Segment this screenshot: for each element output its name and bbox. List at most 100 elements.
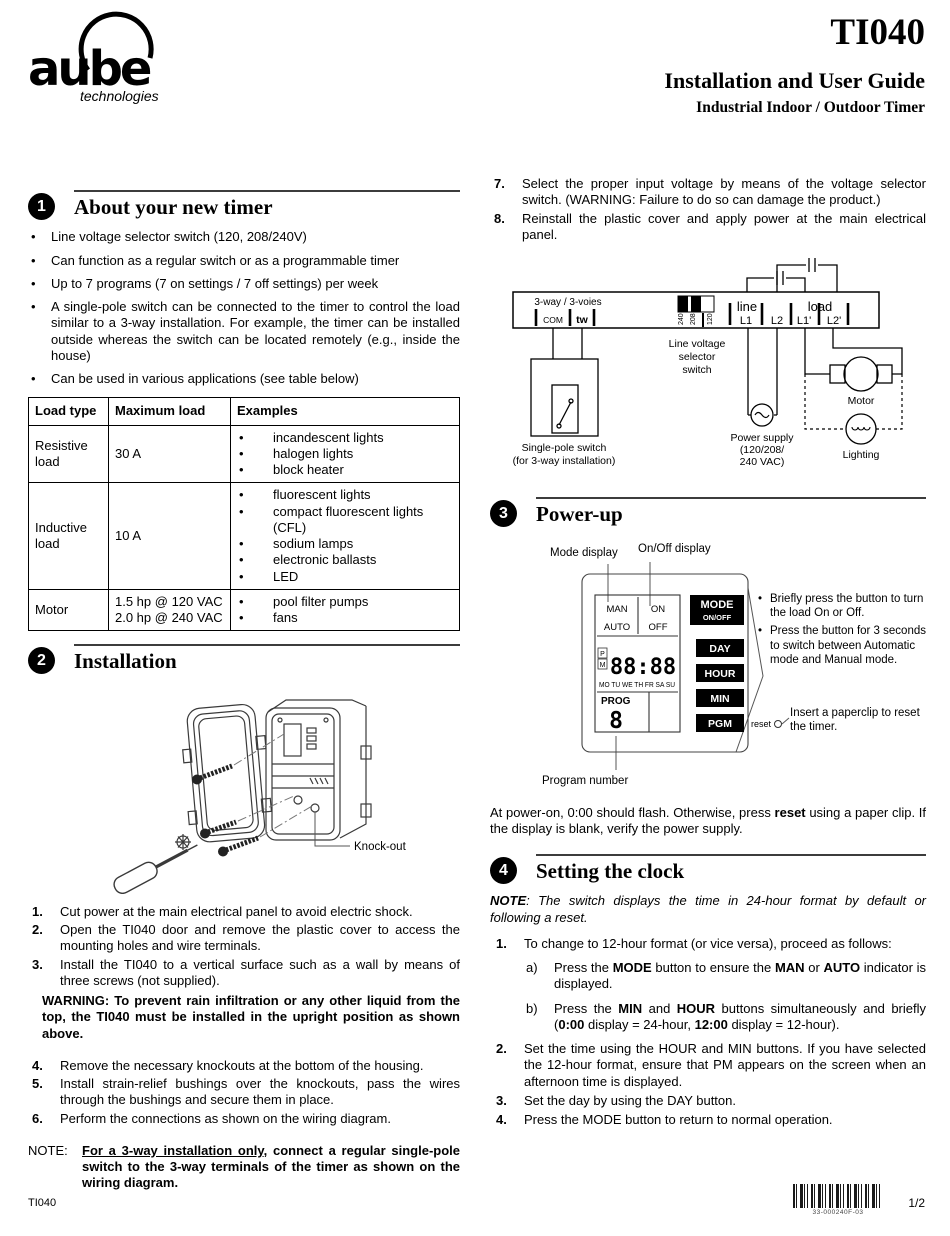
section-3-heading: 3 Power-up — [490, 497, 926, 528]
mounting-screws — [192, 763, 259, 856]
program-number-label: Program number — [542, 774, 629, 787]
section-4-title: Setting the clock — [536, 859, 685, 883]
section-2-heading: 2 Installation — [28, 644, 460, 675]
lighting-label: Lighting — [843, 449, 880, 461]
selector-label-line3: switch — [682, 364, 711, 376]
l2-terminal: L2 — [771, 315, 783, 327]
section-2-number-badge: 2 — [28, 647, 55, 675]
right-column: 7.Select the proper input voltage by mea… — [490, 176, 926, 1131]
barcode-number: 33-000240F-03 — [812, 1209, 864, 1216]
day-button — [696, 638, 744, 657]
min-button-label: MIN — [710, 693, 729, 705]
voltage-240-label: 240 — [678, 313, 685, 325]
lcd-days-row: MO TU WE TH FR SA SU — [599, 682, 675, 689]
hour-button-label: HOUR — [705, 668, 736, 680]
mode-display-label: Mode display — [550, 546, 618, 559]
switch-label-line1: Single-pole switch — [522, 442, 607, 454]
lighting-circuit — [804, 374, 903, 430]
step-item: 2.Open the TI040 door and remove the pla… — [32, 922, 460, 954]
list-item: Can be used in various applications (see… — [28, 371, 460, 387]
footer-model-number: TI040 — [28, 1197, 57, 1209]
guide-subtitle: Industrial Indoor / Outdoor Timer — [696, 99, 925, 117]
list-item: A single-pole switch can be connected to… — [28, 299, 460, 364]
left-column: 1 About your new timer Line voltage sele… — [28, 190, 460, 1192]
installation-steps-7-8: 7.Select the proper input voltage by mea… — [490, 176, 926, 243]
three-way-note: NOTE: For a 3-way installation only, con… — [28, 1142, 460, 1191]
section-1-title: About your new timer — [74, 195, 273, 219]
onoff-button-label: ON/OFF — [703, 613, 732, 622]
step-item: 1.Cut power at the main electrical panel… — [32, 903, 413, 919]
warning-text: WARNING: To prevent rain infiltration or… — [42, 993, 460, 1041]
lcd-display: MAN ON AUTO OFF P M 88:88 MO TU WE TH FR… — [594, 593, 681, 734]
section-3-number-badge: 3 — [490, 500, 517, 528]
three-way-label: 3-way / 3-voies — [534, 297, 601, 308]
sub-step-b: b) Press the MIN and HOUR buttons simult… — [526, 1000, 926, 1032]
section-4-number-badge: 4 — [490, 857, 517, 884]
power-supply-label-line1: Power supply — [730, 432, 794, 444]
lcd-man-indicator: MAN — [606, 604, 627, 615]
screwdriver — [113, 843, 198, 894]
logo-tagline: technologies — [80, 88, 159, 104]
power-on-paragraph: At power-on, 0:00 should flash. Otherwis… — [490, 804, 926, 836]
list-item: Up to 7 programs (7 on settings / 7 off … — [28, 276, 460, 292]
terminal-strip: 3-way / 3-voies COM tw 240 208 120 line — [512, 291, 880, 329]
col-header-examples: Examples — [230, 397, 460, 426]
step-item: 3.Set the day by using the DAY button. — [496, 1092, 736, 1108]
motor-label: Motor — [848, 395, 875, 407]
mode-button-label: MODE — [701, 599, 734, 611]
power-supply-label-line2: (120/208/ — [740, 444, 784, 456]
timer-buttons: MODE ON/OFF DAY HOUR MIN PGM reset — [690, 594, 782, 732]
table-row: Inductive load 10 A fluorescent lights c… — [28, 482, 460, 590]
power-up-bullets: Briefly press the button to turn the loa… — [758, 592, 926, 672]
l1-terminal: L1 — [740, 315, 752, 327]
selector-label-line1: Line voltage — [669, 338, 726, 350]
wiring-diagram: 3-way / 3-voies COM tw 240 208 120 line — [512, 258, 903, 468]
step-item: 3.Install the TI040 to a vertical surfac… — [32, 956, 460, 988]
power-supply-label-line3: 240 VAC) — [740, 456, 785, 468]
step-item: 4.Remove the necessary knockouts at the … — [32, 1057, 424, 1073]
clock-setting-steps: 1.To change to 12-hour format (or vice v… — [490, 936, 926, 1129]
product-title: TI040 — [830, 12, 925, 53]
lcd-time-digits: 88:88 — [610, 655, 676, 680]
section-4-heading: 4 Setting the clock — [490, 854, 926, 884]
knockout-label: Knock-out — [354, 841, 407, 853]
power-up-diagram: MAN ON AUTO OFF P M 88:88 MO TU WE TH FR… — [490, 540, 926, 792]
voltage-120-label: 120 — [707, 313, 714, 325]
step-item: 6.Perform the connections as shown on th… — [32, 1110, 391, 1126]
lcd-on-indicator: ON — [651, 604, 665, 615]
switch-label-line2: (for 3-way installation) — [513, 455, 616, 467]
feature-list: Line voltage selector switch (120, 208/2… — [28, 229, 460, 387]
pgm-button-label: PGM — [708, 718, 732, 730]
table-header-row: Load type Maximum load Examples — [28, 397, 460, 426]
aube-logo-graphic: aube technologies — [28, 11, 159, 104]
lcd-off-indicator: OFF — [649, 622, 668, 633]
reset-pinhole — [774, 719, 782, 728]
lcd-prog-label: PROG — [601, 696, 631, 707]
callout-lines — [607, 561, 790, 770]
timer-face-graphic: MAN ON AUTO OFF P M 88:88 MO TU WE TH FR… — [581, 561, 790, 770]
power-supply — [747, 328, 778, 427]
table-row: Motor 1.5 hp @ 120 VAC 2.0 hp @ 240 VAC … — [28, 588, 460, 632]
enclosure-housing — [265, 698, 372, 841]
masthead: TI040 Installation and User Guide Indust… — [365, 12, 925, 118]
day-button-label: DAY — [709, 643, 730, 655]
mode-onoff-button — [690, 594, 744, 625]
step-item: 1.To change to 12-hour format (or vice v… — [496, 935, 892, 951]
enclosure-door — [182, 703, 273, 842]
selector-label-line2: selector — [679, 351, 716, 363]
lcd-auto-indicator: AUTO — [604, 622, 630, 633]
table-row: Resistive load 30 A incandescent lights … — [28, 424, 460, 484]
guide-title: Installation and User Guide — [664, 67, 925, 93]
load-table: Load type Maximum load Examples Resistiv… — [28, 397, 460, 632]
timer-face-outline — [581, 572, 749, 753]
step-item: 4.Press the MODE button to return to nor… — [496, 1112, 833, 1127]
section-1-heading: 1 About your new timer — [28, 190, 460, 220]
single-pole-switch — [530, 328, 599, 437]
step-item: 7.Select the proper input voltage by mea… — [494, 176, 926, 208]
lcd-am-m: M — [600, 662, 606, 669]
pgm-button — [696, 713, 744, 732]
com-terminal-label: COM — [543, 315, 563, 325]
paperclip-note: Insert a paperclip to reset the timer. — [790, 706, 920, 733]
load-label: load — [808, 299, 833, 314]
